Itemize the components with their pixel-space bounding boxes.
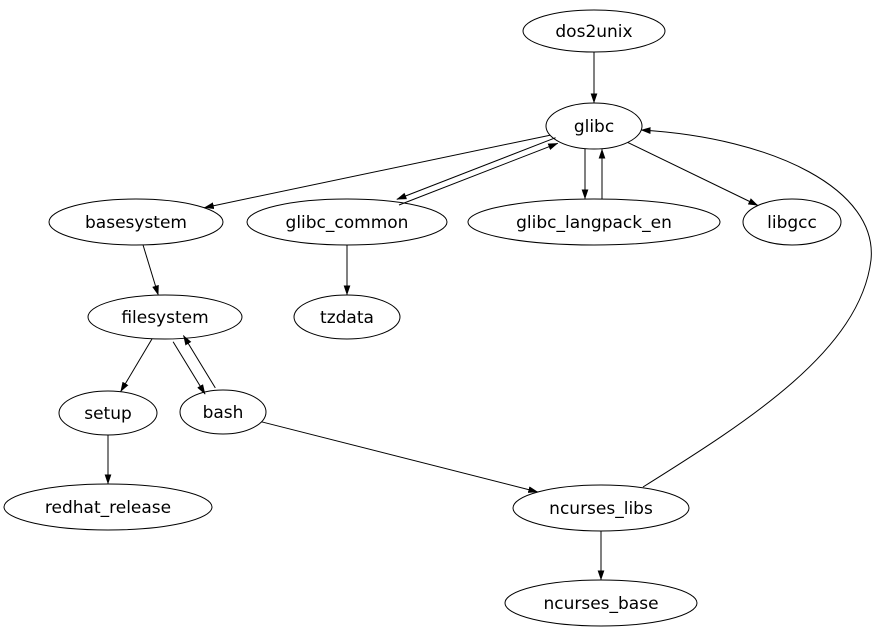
node-label: filesystem bbox=[121, 308, 208, 328]
node-label: glibc bbox=[574, 117, 614, 137]
node-basesystem: basesystem bbox=[48, 198, 224, 246]
node-label: ncurses_base bbox=[543, 594, 658, 614]
node-ellipse bbox=[504, 579, 698, 627]
node-ellipse bbox=[545, 102, 643, 150]
node-dos2unix: dos2unix bbox=[522, 9, 666, 53]
node-ellipse bbox=[293, 294, 401, 340]
node-glibc_langpack_en: glibc_langpack_en bbox=[467, 198, 721, 246]
node-glibc_common: glibc_common bbox=[246, 198, 448, 246]
node-setup: setup bbox=[58, 390, 158, 436]
node-label: setup bbox=[84, 404, 132, 424]
edge-filesystem-bash bbox=[172, 341, 206, 395]
nodes-layer: dos2unix glibc basesystem glibc_common glibc… bbox=[3, 9, 842, 627]
node-ellipse bbox=[742, 198, 842, 246]
node-ellipse bbox=[522, 9, 666, 53]
node-label: basesystem bbox=[85, 213, 187, 233]
node-tzdata: tzdata bbox=[293, 294, 401, 340]
node-ellipse bbox=[48, 198, 224, 246]
node-label: ncurses_libs bbox=[549, 499, 653, 519]
node-glibc: glibc bbox=[545, 102, 643, 150]
edges-layer bbox=[104, 52, 872, 581]
edge-glibc-glibc_common bbox=[396, 137, 556, 200]
node-ellipse bbox=[512, 484, 690, 532]
node-ncurses_libs: ncurses_libs bbox=[512, 484, 690, 532]
node-bash: bash bbox=[179, 389, 267, 435]
node-label: libgcc bbox=[767, 213, 817, 233]
edge-bash-filesystem bbox=[182, 335, 216, 389]
edge-basesystem-filesystem bbox=[142, 244, 159, 296]
edge-glibc_common-glibc bbox=[398, 142, 559, 206]
node-label: tzdata bbox=[320, 308, 374, 328]
edge-glibc-libgcc bbox=[627, 141, 759, 206]
node-label: dos2unix bbox=[555, 22, 632, 42]
node-label: glibc_common bbox=[286, 213, 409, 233]
node-filesystem: filesystem bbox=[87, 294, 243, 340]
node-label: redhat_release bbox=[45, 498, 171, 518]
node-ellipse bbox=[3, 483, 213, 531]
node-ellipse bbox=[87, 294, 243, 340]
node-label: bash bbox=[203, 403, 244, 423]
edge-ncurses_libs-glibc bbox=[640, 127, 872, 488]
node-ellipse bbox=[58, 390, 158, 436]
node-ncurses_base: ncurses_base bbox=[504, 579, 698, 627]
edge-bash-ncurses_libs bbox=[261, 421, 539, 493]
node-redhat_release: redhat_release bbox=[3, 483, 213, 531]
node-ellipse bbox=[467, 198, 721, 246]
node-label: glibc_langpack_en bbox=[516, 213, 672, 233]
edge-glibc-basesystem bbox=[203, 134, 551, 210]
node-libgcc: libgcc bbox=[742, 198, 842, 246]
node-ellipse bbox=[246, 198, 448, 246]
node-ellipse bbox=[179, 389, 267, 435]
edge-filesystem-setup bbox=[120, 338, 153, 393]
